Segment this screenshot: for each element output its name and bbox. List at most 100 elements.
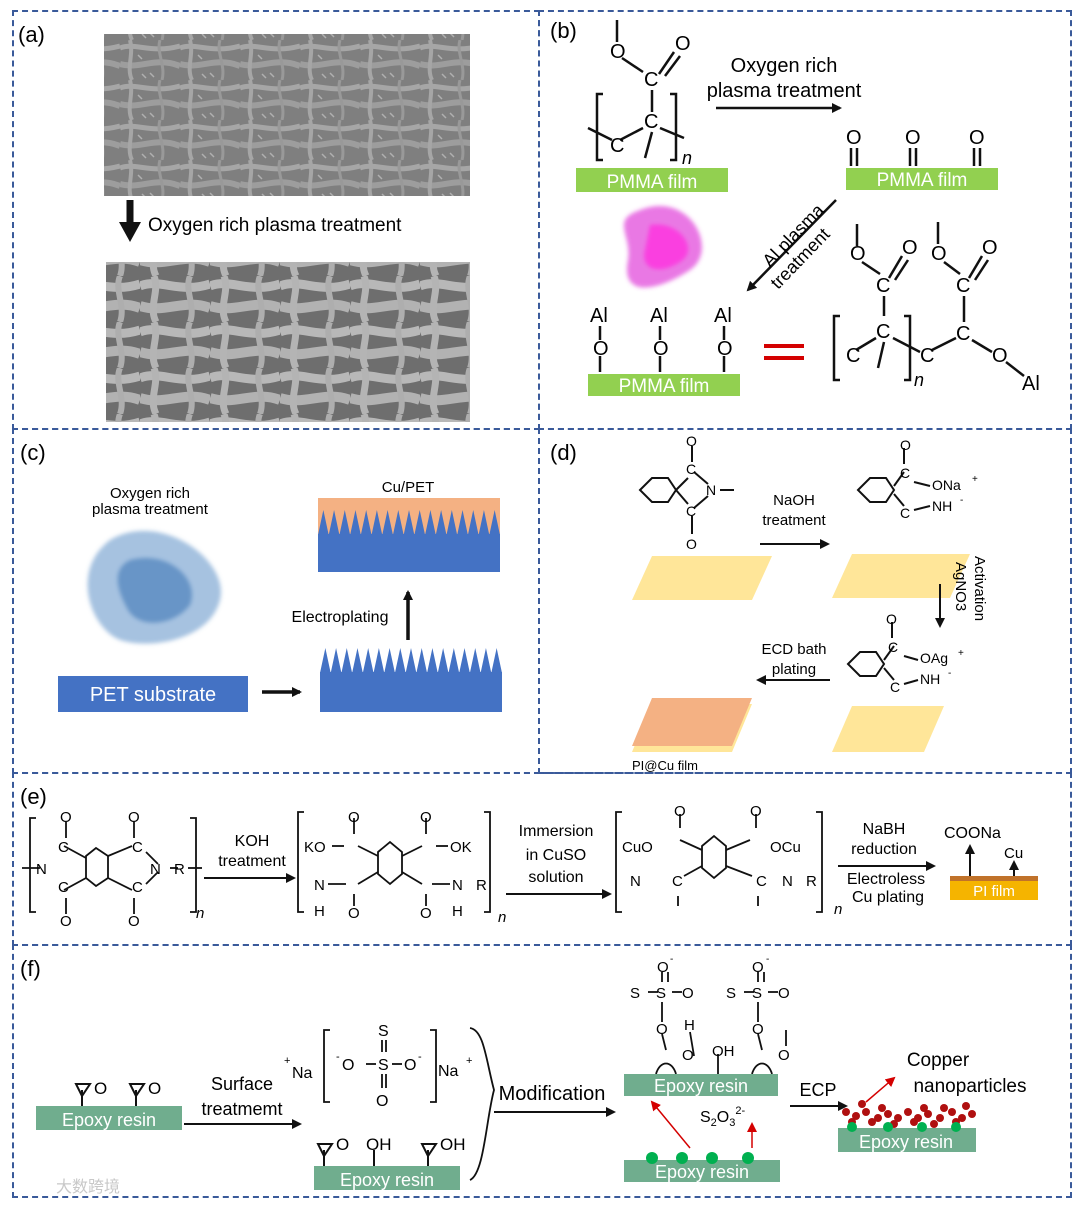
e-step3-line1: NaBH [863, 821, 906, 838]
f-minus-3: - [670, 954, 673, 965]
al-plasma-plume [623, 205, 702, 288]
f-oh-3: OH [712, 1043, 735, 1060]
f-step2: Modification [499, 1083, 606, 1105]
b-o-6: O [593, 338, 609, 360]
e-o-8: O [420, 905, 432, 922]
b-o-10: O [902, 237, 918, 259]
copper-nanoparticle [948, 1108, 956, 1116]
panel-a-label: (a) [18, 22, 45, 47]
e-n-sub-3: n [834, 901, 842, 918]
f-s2o3-ion: S2O32- [700, 1105, 745, 1129]
e-o-1: O [60, 809, 72, 826]
e-c-4: C [132, 879, 143, 896]
b-c-7: C [920, 345, 934, 367]
d-n-label: N [706, 482, 716, 498]
e-o-3: O [128, 809, 140, 826]
pi-sheet-1 [632, 556, 772, 600]
panel-c-label: (c) [20, 440, 46, 465]
oxygen-plasma-plume [87, 530, 221, 644]
b-c-1: C [644, 69, 658, 91]
c-electroplating: Electroplating [292, 609, 389, 626]
f-o-12: O [778, 985, 790, 1002]
b-al-4: Al [1022, 373, 1040, 395]
copper-nanoparticle [936, 1114, 944, 1122]
panel-a-step: Oxygen rich plasma treatment [148, 215, 402, 236]
e-c-2: C [58, 879, 69, 896]
e-step2-line3: solution [528, 869, 583, 886]
f-minus-4: - [766, 954, 769, 965]
f-o-1: O [94, 1079, 107, 1098]
untreated-fiber-image [104, 34, 470, 196]
b-c-4: C [876, 275, 890, 297]
f-s-1: S [378, 1023, 389, 1040]
e-cuo: CuO [622, 839, 653, 856]
f-resin-2: Epoxy resin [340, 1170, 434, 1190]
d-o-4: O [886, 611, 897, 627]
pmma-film-3 [588, 374, 740, 396]
e-n-sub-2: n [498, 909, 506, 926]
f-plus-2: + [466, 1055, 472, 1067]
e-step1-line2: treatment [218, 853, 286, 870]
d-o-2: O [686, 536, 697, 552]
copper-nanoparticle [878, 1104, 886, 1112]
copper-nanoparticle [862, 1108, 870, 1116]
b-al-2: Al [650, 305, 668, 327]
b-o-2: O [675, 33, 691, 55]
d-step2-line2: Activation [971, 556, 988, 621]
copper-nanoparticle [904, 1108, 912, 1116]
seed-particle [847, 1122, 857, 1132]
d-oag: OAg [920, 650, 948, 666]
f-o-4: O [404, 1057, 416, 1074]
e-h-1: H [314, 903, 325, 920]
f-minus-2: - [418, 1051, 422, 1063]
e-c-5: C [672, 873, 683, 890]
copper-nanoparticle [858, 1100, 866, 1108]
e-step4-line2: Cu plating [852, 889, 924, 906]
d-o-3: O [900, 437, 911, 453]
d-minus-2: - [948, 668, 951, 679]
etched-pet [320, 648, 502, 712]
e-ocu: OCu [770, 839, 801, 856]
f-na-2: Na [438, 1063, 459, 1080]
arrow-down-icon [119, 222, 141, 242]
e-c-3: C [132, 839, 143, 856]
e-step4-line1: Electroless [847, 871, 925, 888]
e-o-6: O [420, 809, 432, 826]
panel-e-label: (e) [20, 784, 47, 809]
d-imide-structure [638, 446, 734, 534]
pmma-film-3-label: PMMA film [619, 376, 710, 397]
c-plasma-line1: Oxygen rich [110, 485, 190, 502]
f-o-13: O [752, 1021, 764, 1038]
b-o-12: O [982, 237, 998, 259]
f-s-4: S [656, 985, 666, 1002]
watermark: 大数跨境 [56, 1177, 120, 1196]
panel-f-label: (f) [20, 956, 41, 981]
e-r-3: R [806, 873, 817, 890]
e-ok: OK [450, 839, 472, 856]
f-s-3: S [630, 985, 640, 1002]
f-step3: ECP [799, 1080, 836, 1100]
f-resin-1: Epoxy resin [62, 1110, 156, 1130]
b-c-6: C [846, 345, 860, 367]
e-c-6: C [756, 873, 767, 890]
e-o-4: O [128, 913, 140, 930]
e-n-2: N [150, 861, 161, 878]
e-c-1: C [58, 839, 69, 856]
e-n-sub-1: n [196, 905, 204, 922]
epoxy-resin-2 [314, 1143, 460, 1190]
e-o-5: O [348, 809, 360, 826]
e-step2-line1: Immersion [519, 823, 594, 840]
f-o-8: O [682, 985, 694, 1002]
f-oh-1: OH [366, 1135, 392, 1154]
b-c-8: C [956, 275, 970, 297]
e-h-2: H [452, 903, 463, 920]
f-o-14: O [778, 1047, 790, 1064]
epoxy-resin-4 [624, 1152, 780, 1182]
panel-b-label: (b) [550, 18, 577, 43]
panel-f-frame [12, 944, 1072, 1198]
d-ona: ONa [932, 477, 961, 493]
epoxy-resin-1 [36, 1083, 182, 1130]
b-c-3: C [610, 135, 624, 157]
copper-nanoparticle [910, 1118, 918, 1126]
e-n-4: N [452, 877, 463, 894]
